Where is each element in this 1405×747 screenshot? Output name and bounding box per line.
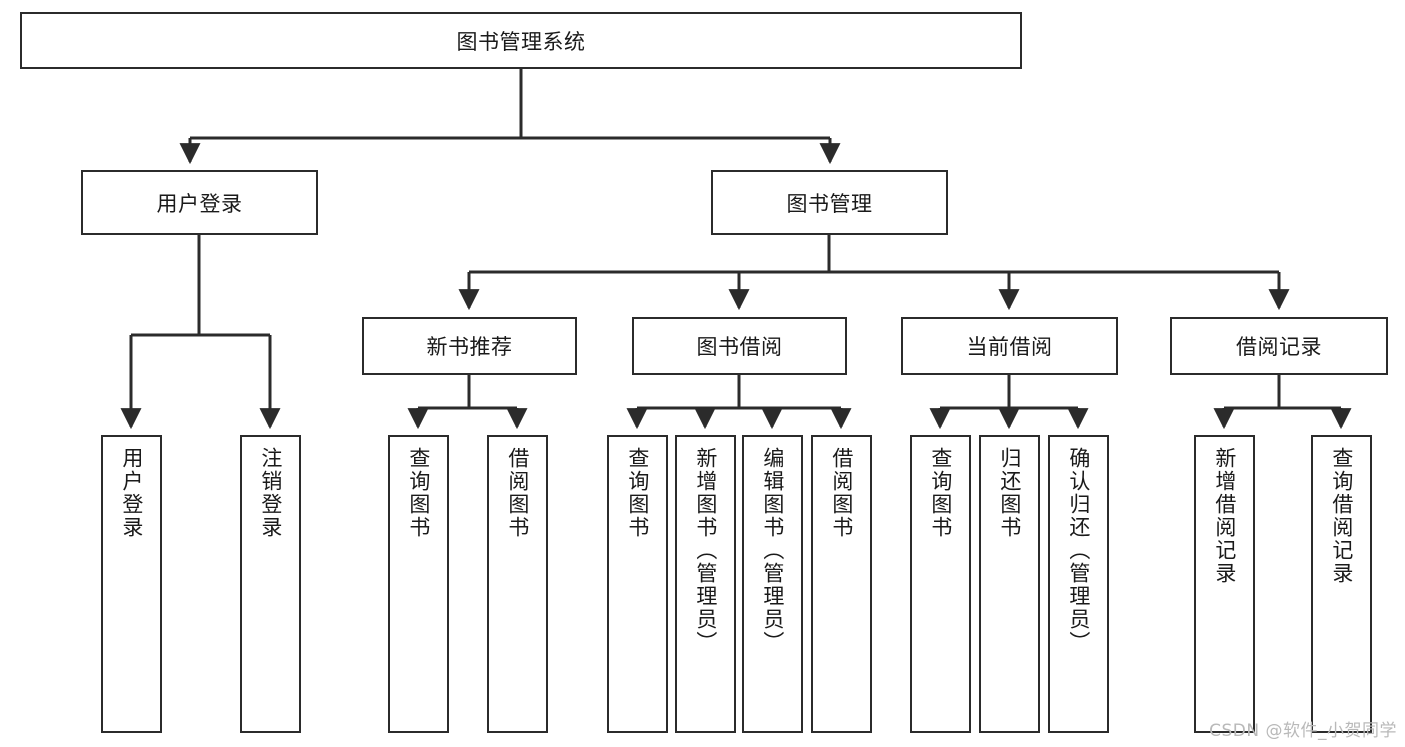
- node-root-system[interactable]: 图书管理系统: [20, 12, 1022, 69]
- watermark-text: CSDN @软件_小贺同学: [1209, 721, 1397, 741]
- node-label: 查询图书: [406, 447, 431, 539]
- node-leaf-borrow-book-2[interactable]: 借阅图书: [811, 435, 872, 733]
- node-label: 借阅图书: [829, 447, 854, 539]
- node-new-book-recommend[interactable]: 新书推荐: [362, 317, 577, 375]
- node-leaf-add-book[interactable]: 新增图书（管理员）: [675, 435, 736, 733]
- node-label: 当前借阅: [966, 335, 1053, 359]
- node-label: 查询借阅记录: [1329, 447, 1354, 585]
- node-label: 图书借阅: [696, 335, 783, 359]
- node-label: 借阅图书: [505, 447, 530, 539]
- node-label: 归还图书: [997, 447, 1022, 539]
- node-leaf-add-record[interactable]: 新增借阅记录: [1194, 435, 1255, 733]
- node-book-borrow[interactable]: 图书借阅: [632, 317, 847, 375]
- node-label: 新增图书（管理员）: [693, 447, 718, 654]
- node-label: 新增借阅记录: [1212, 447, 1237, 585]
- node-book-management[interactable]: 图书管理: [711, 170, 948, 235]
- node-user-login[interactable]: 用户登录: [81, 170, 318, 235]
- node-leaf-return-book[interactable]: 归还图书: [979, 435, 1040, 733]
- node-leaf-edit-book[interactable]: 编辑图书（管理员）: [742, 435, 803, 733]
- node-label: 图书管理系统: [456, 29, 586, 54]
- node-label: 用户登录: [156, 191, 243, 216]
- node-borrow-record[interactable]: 借阅记录: [1170, 317, 1388, 375]
- node-label: 借阅记录: [1236, 335, 1322, 359]
- node-leaf-query-record[interactable]: 查询借阅记录: [1311, 435, 1372, 733]
- node-label: 查询图书: [625, 447, 650, 539]
- node-leaf-user-login[interactable]: 用户登录: [101, 435, 162, 733]
- node-leaf-confirm-return[interactable]: 确认归还（管理员）: [1048, 435, 1109, 733]
- node-label: 编辑图书（管理员）: [760, 447, 785, 654]
- node-leaf-query-book-3[interactable]: 查询图书: [910, 435, 971, 733]
- node-label: 查询图书: [928, 447, 953, 539]
- node-leaf-borrow-book-1[interactable]: 借阅图书: [487, 435, 548, 733]
- node-label: 图书管理: [786, 191, 873, 216]
- node-label: 新书推荐: [426, 335, 513, 359]
- node-label: 用户登录: [119, 447, 144, 539]
- node-current-borrow[interactable]: 当前借阅: [901, 317, 1118, 375]
- node-leaf-user-logout[interactable]: 注销登录: [240, 435, 301, 733]
- node-label: 注销登录: [258, 447, 283, 539]
- node-leaf-query-book-1[interactable]: 查询图书: [388, 435, 449, 733]
- node-leaf-query-book-2[interactable]: 查询图书: [607, 435, 668, 733]
- node-label: 确认归还（管理员）: [1066, 447, 1091, 654]
